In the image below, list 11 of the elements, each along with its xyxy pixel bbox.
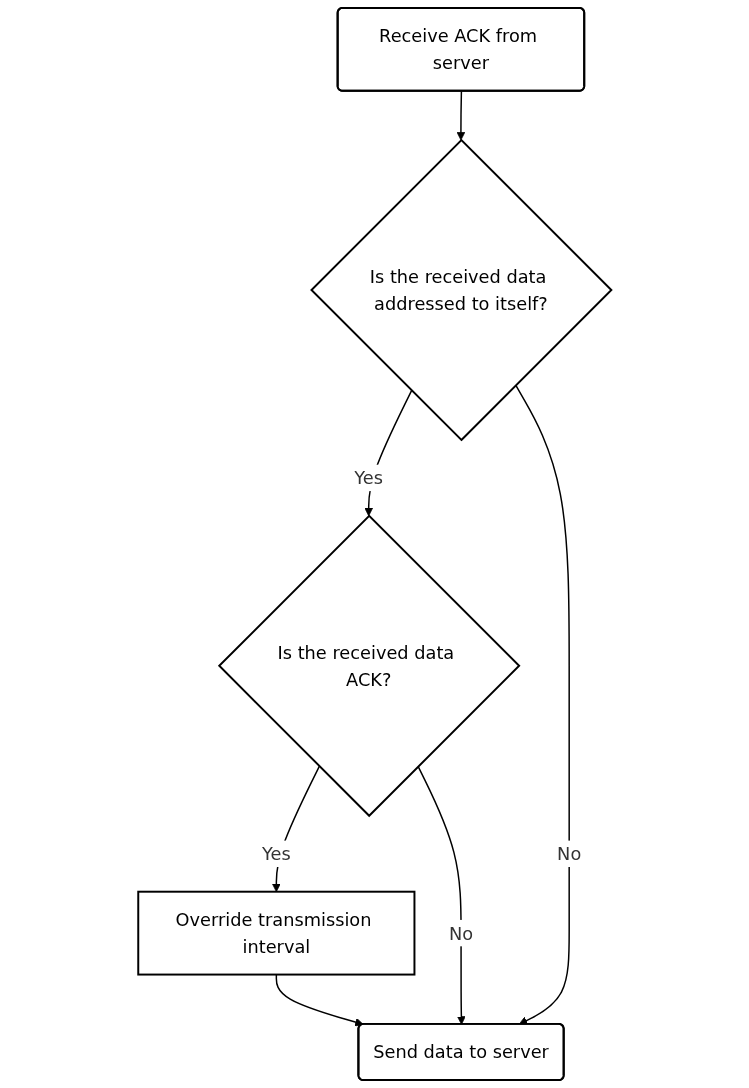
arrow xyxy=(456,90,465,141)
edge-label: No xyxy=(448,922,473,944)
node-diamond: Is the received data ACK? xyxy=(217,514,521,818)
node-diamond: Is the received data addressed to itself? xyxy=(309,138,613,442)
arrow xyxy=(275,973,364,1027)
arrow xyxy=(417,765,466,1025)
edge-label: Yes xyxy=(354,467,383,489)
arrow xyxy=(514,384,570,1025)
node-box: Override transmission interval xyxy=(136,890,416,976)
edge-label: Yes xyxy=(261,843,291,865)
edge-label: No xyxy=(556,843,581,865)
